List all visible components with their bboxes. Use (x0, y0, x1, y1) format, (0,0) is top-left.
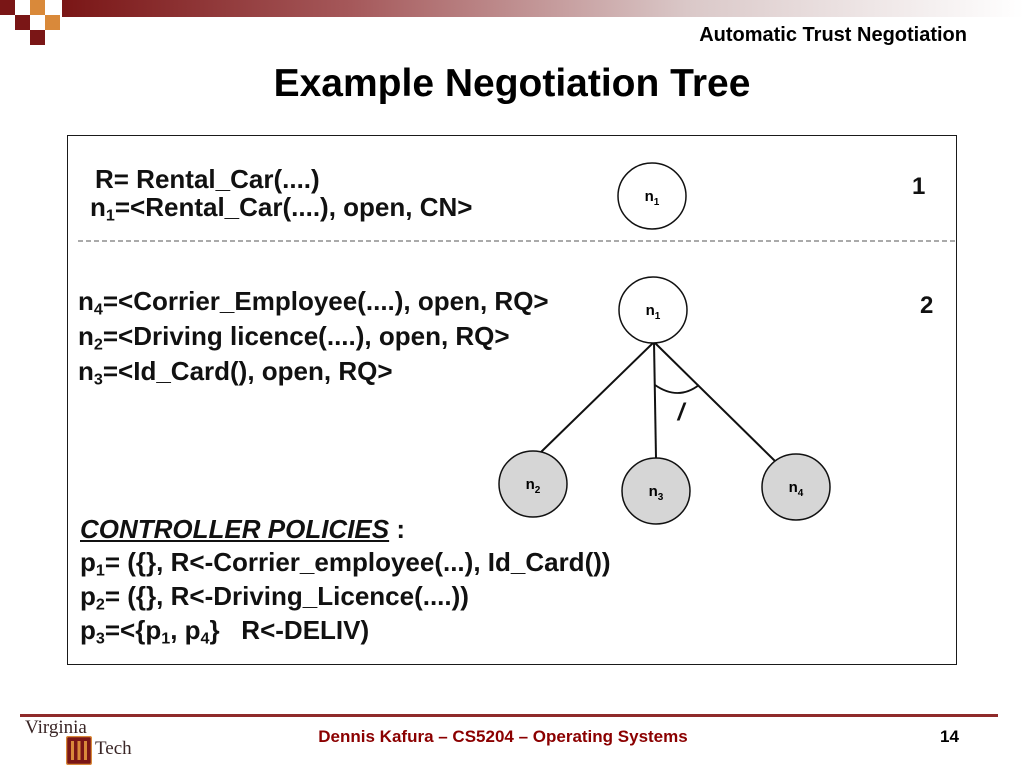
decor-square (30, 0, 45, 15)
text-segment: p (80, 547, 96, 577)
subscript-index: 3 (95, 629, 105, 648)
footer-credits: Dennis Kafura – CS5204 – Operating Syste… (318, 727, 688, 746)
tree-graphic: n1 / n1 n2 n3 n4 (78, 162, 955, 525)
logo-wordmark-bottom: Tech (95, 738, 132, 759)
node-n2-definition-line: n2=<Driving licence(....), open, RQ> (78, 321, 510, 354)
node-label-text: n (649, 483, 658, 500)
text-segment: , p (170, 615, 201, 645)
slide-title: Example Negotiation Tree (273, 62, 751, 105)
node-label-n2: n2 (526, 476, 541, 496)
node-n4-definition-line: n4=<Corrier_Employee(....), open, RQ> (78, 286, 549, 319)
policy-p3-line: p3=<{p1, p4} R<-DELIV) (80, 615, 370, 648)
subscript-index: 1 (95, 561, 105, 580)
subscript-index: 4 (93, 300, 103, 319)
resource-definition-line: R= Rental_Car(....) (95, 164, 320, 194)
node-label-n4: n4 (789, 479, 804, 499)
node-n1-definition-line: n1=<Rental_Car(....), open, CN> (90, 192, 473, 225)
subscript-index: 2 (95, 595, 105, 614)
node-label-text: n (526, 476, 535, 493)
policies-heading-line: CONTROLLER POLICIES : (80, 514, 405, 544)
footer-rule (20, 714, 998, 717)
node-label-text: n (645, 188, 654, 205)
node-circle-n3 (621, 457, 691, 525)
text-segment: p (80, 615, 96, 645)
node-label-subscript: 3 (658, 492, 664, 503)
policy-p2-line: p2= ({}, R<-Driving_Licence(....)) (80, 581, 469, 614)
logo-wordmark-top: Virginia (25, 717, 87, 738)
negotiation-tree-diagram: n1 / n1 n2 n3 n4 R= Rental_Car(....) n1=… (67, 135, 957, 665)
node-label-subscript: 2 (535, 485, 541, 496)
text-segment: =<Rental_Car(....), open, CN> (114, 192, 473, 222)
text-segment: p (80, 581, 96, 611)
step-number-2: 2 (920, 292, 934, 319)
text-segment: =<Id_Card(), open, RQ> (102, 356, 393, 386)
text-segment: = ({}, R<-Corrier_employee(...), Id_Card… (104, 547, 611, 577)
policies-heading-colon: : (389, 514, 406, 544)
node-circle-step1-root (617, 162, 687, 230)
subscript-index: 3 (93, 370, 103, 389)
decor-square (15, 15, 30, 30)
node-circle-step2-root (618, 276, 688, 344)
node-n3-definition-line: n3=<Id_Card(), open, RQ> (78, 356, 393, 389)
conjunction-arc (654, 384, 700, 394)
text-segment: } R<-DELIV) (209, 615, 370, 645)
text-segment: n (78, 321, 94, 351)
node-label-step2-root: n1 (646, 302, 661, 322)
diagram-frame (67, 135, 957, 665)
subscript-index: 1 (105, 206, 115, 225)
decor-square (45, 15, 60, 30)
node-label-subscript: 1 (654, 197, 660, 208)
decor-square (30, 30, 45, 45)
tree-edge-n4 (653, 341, 777, 463)
decor-square (0, 0, 15, 15)
node-label-text: n (646, 302, 655, 319)
node-label-n3: n3 (649, 483, 664, 503)
page-number: 14 (940, 727, 959, 746)
text-segment: n (90, 192, 106, 222)
presentation-title: Automatic Trust Negotiation (699, 24, 967, 46)
policies-heading: CONTROLLER POLICIES (80, 514, 390, 544)
subscript-index: 4 (200, 629, 210, 648)
tree-edge-n2 (539, 341, 655, 454)
tree-edge-n3 (653, 341, 657, 459)
text-segment: =<Corrier_Employee(....), open, RQ> (102, 286, 549, 316)
node-circle-n4 (761, 453, 831, 521)
node-label-text: n (789, 479, 798, 496)
node-label-step1-root: n1 (645, 188, 660, 208)
vt-emblem-icon (66, 736, 92, 765)
policy-p1-line: p1= ({}, R<-Corrier_employee(...), Id_Ca… (80, 547, 611, 580)
text-segment: R= Rental_Car(....) (95, 164, 320, 194)
node-label-subscript: 4 (798, 488, 804, 499)
node-label-subscript: 1 (655, 311, 661, 322)
text-segment: =<Driving licence(....), open, RQ> (102, 321, 510, 351)
subscript-index: 1 (161, 629, 171, 648)
node-circle-n2 (498, 450, 568, 518)
text-segment: =<{p (104, 615, 162, 645)
header-gradient-bar (62, 0, 1024, 17)
subscript-index: 2 (93, 335, 103, 354)
step-number-1: 1 (912, 173, 926, 200)
conjunction-mark: / (677, 399, 687, 426)
text-segment: n (78, 356, 94, 386)
text-segment: n (78, 286, 94, 316)
text-segment: = ({}, R<-Driving_Licence(....)) (104, 581, 469, 611)
